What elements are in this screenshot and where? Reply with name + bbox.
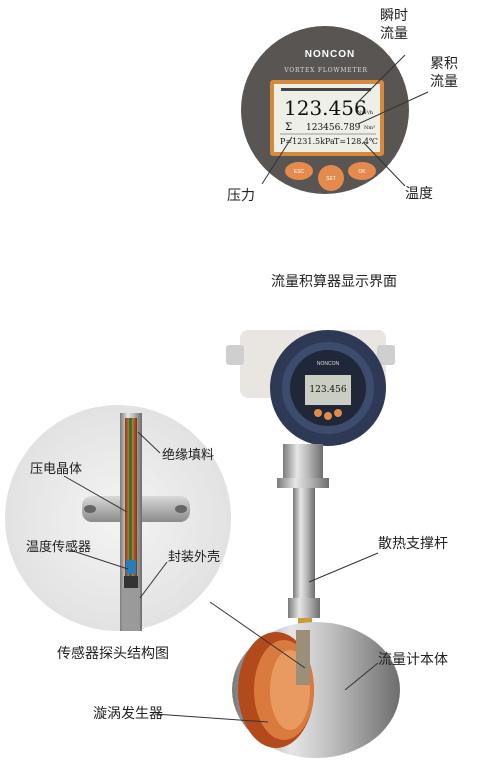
label-heat-rod: 散热支撑杆: [378, 536, 448, 552]
svg-text:SET: SET: [326, 176, 336, 182]
display-leader-lines: [261, 54, 429, 187]
device-lcd-value: 123.456: [309, 385, 346, 395]
lcd-total-value: 123456.789: [306, 123, 361, 133]
label-meter-body: 流量计本体: [378, 652, 448, 668]
label-cumulative-flow-1: 累积: [430, 56, 458, 72]
label-instant-flow-1: 瞬时: [380, 8, 408, 24]
lcd-total-unit: Nm³: [364, 125, 375, 131]
panel-subtitle: VORTEX FLOWMETER: [283, 67, 368, 74]
label-instant-flow-2: 流量: [380, 26, 408, 42]
lcd-flow-value: 123.456: [284, 96, 367, 120]
label-piezo-crystal: 压电晶体: [30, 462, 83, 477]
label-pressure: 压力: [227, 188, 255, 204]
ok-button: [348, 162, 376, 180]
set-button: [318, 165, 344, 191]
svg-text:OK: OK: [358, 169, 366, 175]
esc-button: [285, 162, 313, 180]
device-brand: NONCON: [317, 361, 340, 367]
label-housing: 封装外壳: [168, 550, 221, 565]
display-panel: NONCON VORTEX FLOWMETER 123.456 Nm³/h Σ …: [241, 26, 409, 194]
svg-text:ESC: ESC: [294, 169, 305, 175]
label-temperature: 温度: [405, 186, 433, 202]
lcd-temperature: T=128.4℃: [334, 137, 378, 146]
device-lcd: [305, 375, 351, 405]
label-insulation-fill: 绝缘填料: [162, 448, 215, 463]
display-caption: 流量积算器显示界面: [271, 274, 397, 290]
lcd-flow-unit: Nm³/h: [357, 110, 374, 116]
label-vortex-generator: 漩涡发生器: [93, 706, 163, 722]
probe-leader-lines: [63, 431, 168, 599]
label-temp-sensor: 温度传感器: [26, 540, 92, 555]
probe-caption: 传感器探头结构图: [57, 646, 169, 662]
panel-brand: NONCON: [305, 49, 355, 60]
device-leader-lines: [154, 552, 379, 723]
lcd-total-symbol: Σ: [285, 122, 292, 133]
lcd-pressure: P=1231.5kPa: [280, 137, 335, 146]
label-cumulative-flow-2: 流量: [430, 74, 458, 90]
lcd-screen: [274, 84, 380, 152]
probe-magnifier: [5, 405, 231, 631]
flowmeter-device: NONCON 123.456: [226, 330, 400, 758]
